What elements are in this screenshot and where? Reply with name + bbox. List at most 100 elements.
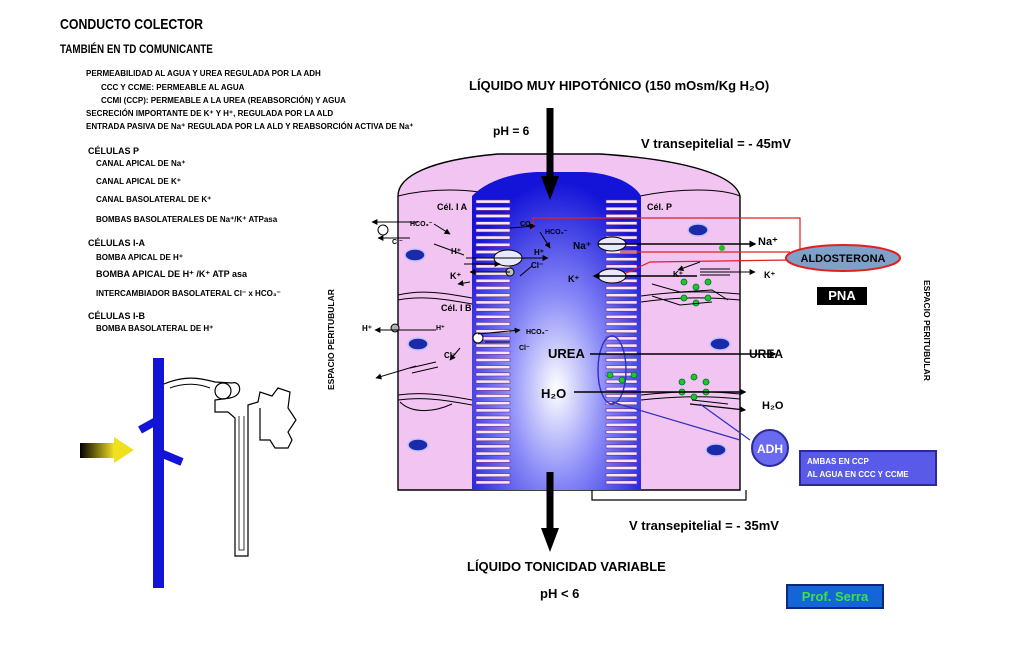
- label-cel-p: Cél. P: [647, 202, 672, 212]
- pna-badge: PNA: [817, 287, 867, 305]
- microvillus: [475, 235, 511, 240]
- microvillus: [475, 379, 511, 384]
- label-cel-ib: Cél. I B: [441, 303, 472, 313]
- microvillus: [475, 473, 511, 478]
- v-bottom-label: V transepitelial = - 35mV: [629, 518, 779, 533]
- property-line: SECRECIÓN IMPORTANTE DE K⁺ Y H⁺, REGULAD…: [86, 109, 334, 118]
- cells-p-heading: CÉLULAS P: [88, 146, 140, 156]
- microvillus: [605, 322, 638, 326]
- microvillus: [605, 214, 638, 218]
- microvillus: [475, 286, 511, 290]
- microvillus: [605, 228, 638, 233]
- cells-ib-heading: CÉLULAS I-B: [88, 311, 145, 321]
- ion-hco3: HCO₃⁻: [545, 229, 568, 236]
- microvillus: [475, 300, 511, 305]
- microvillus: [475, 408, 511, 413]
- microvillus: [605, 307, 638, 312]
- microvillus: [475, 437, 511, 442]
- microvillus: [605, 358, 638, 362]
- microvillus: [605, 286, 638, 290]
- microvillus: [475, 293, 511, 298]
- label-h2o-lumen: H₂O: [541, 386, 566, 401]
- adh-hormone: [751, 429, 789, 467]
- ia-cell-transport: [371, 219, 551, 287]
- microvillus: [605, 430, 638, 434]
- microvillus: [605, 221, 638, 226]
- cells-ia-item: BOMBA APICAL DE H⁺: [96, 253, 184, 262]
- ion-hco3: HCO₃⁻: [410, 221, 433, 228]
- ambas-note: AMBAS EN CCP AL AGUA EN CCC Y CCME: [799, 450, 937, 486]
- microvillus: [605, 199, 638, 204]
- microvillus: [605, 300, 638, 305]
- microvillus: [605, 336, 638, 341]
- ion-na: Na⁺: [573, 241, 591, 252]
- yellow-arrow-icon: [80, 443, 114, 458]
- cells-p-item: CANAL BASOLATERAL DE K⁺: [96, 195, 212, 204]
- microvillus: [605, 422, 638, 427]
- microvillus: [475, 307, 511, 312]
- microvillus: [605, 458, 638, 463]
- microvillus: [475, 228, 511, 233]
- label-cel-ia: Cél. I A: [437, 202, 468, 212]
- author-badge: Prof. Serra: [786, 584, 884, 609]
- property-line: PERMEABILIDAD AL AGUA Y UREA REGULADA PO…: [86, 69, 321, 78]
- microvillus: [475, 350, 511, 355]
- ion-k: K⁺: [673, 270, 683, 279]
- microvillus: [475, 451, 511, 456]
- p-cell-transport: [592, 236, 757, 284]
- yellow-arrowhead-icon: [114, 437, 134, 463]
- microvillus: [475, 372, 511, 377]
- microvillus: [605, 466, 638, 470]
- ion-k: K⁺: [764, 270, 775, 280]
- cells-p-item: BOMBAS BASOLATERALES DE Na⁺/K⁺ ATPasa: [96, 215, 278, 224]
- microvillus: [605, 437, 638, 442]
- microvillus: [475, 430, 511, 434]
- microvillus: [475, 314, 511, 319]
- microvillus: [475, 358, 511, 362]
- ion-h: H⁺: [534, 248, 544, 257]
- microvillus: [605, 314, 638, 319]
- ambas-line: AL AGUA EN CCC Y CCME: [807, 470, 909, 479]
- microvillus: [605, 451, 638, 456]
- microvillus: [475, 206, 511, 211]
- microvillus: [605, 206, 638, 211]
- microvillus: [475, 415, 511, 420]
- cells-ia-heading: CÉLULAS I-A: [88, 238, 145, 248]
- page-subtitle: TAMBIÉN EN TD COMUNICANTE: [60, 42, 213, 56]
- page-title: CONDUCTO COLECTOR: [60, 16, 204, 33]
- microvillus: [605, 329, 638, 334]
- microvillus: [475, 394, 511, 398]
- microvillus: [605, 473, 638, 478]
- cells-p-item: CANAL APICAL DE K⁺: [96, 177, 181, 186]
- adh-label: ADH: [757, 442, 783, 456]
- pump-dots: [606, 278, 712, 401]
- peritubular-right: ESPACIO PERITUBULAR: [922, 280, 932, 381]
- microvillus: [475, 466, 511, 470]
- microvillus: [605, 386, 638, 391]
- microvillus: [605, 408, 638, 413]
- cell-nuclei: [404, 223, 731, 457]
- microvillus: [475, 214, 511, 218]
- ion-cl: Cl⁻: [444, 351, 456, 360]
- microvillus: [605, 365, 638, 370]
- microvillus: [605, 293, 638, 298]
- urea-water-transport: [574, 335, 777, 441]
- microvillus: [475, 365, 511, 370]
- ib-cell-transport: [374, 323, 521, 411]
- microvillus: [605, 264, 638, 269]
- peritubular-left: ESPACIO PERITUBULAR: [326, 289, 336, 390]
- aldosterona-hormone: [785, 244, 901, 272]
- microvillus: [475, 401, 511, 406]
- v-top-label: V transepitelial = - 45mV: [641, 136, 791, 151]
- label-urea-out: UREA: [749, 347, 783, 361]
- cells-ib-item: BOMBA BASOLATERAL DE H⁺: [96, 324, 214, 333]
- property-line: CCMI (CCP): PERMEABLE A LA UREA (REABSOR…: [101, 96, 346, 105]
- microvillus: [475, 386, 511, 391]
- cells-p-item: CANAL APICAL DE Na⁺: [96, 159, 186, 168]
- microvillus: [475, 242, 511, 247]
- property-line: CCC Y CCME: PERMEABLE AL AGUA: [101, 83, 245, 92]
- ion-k: K⁺: [450, 271, 461, 281]
- ion-k: K⁺: [568, 274, 579, 284]
- microvillus: [475, 278, 511, 283]
- ph-in-label: pH = 6: [493, 124, 530, 138]
